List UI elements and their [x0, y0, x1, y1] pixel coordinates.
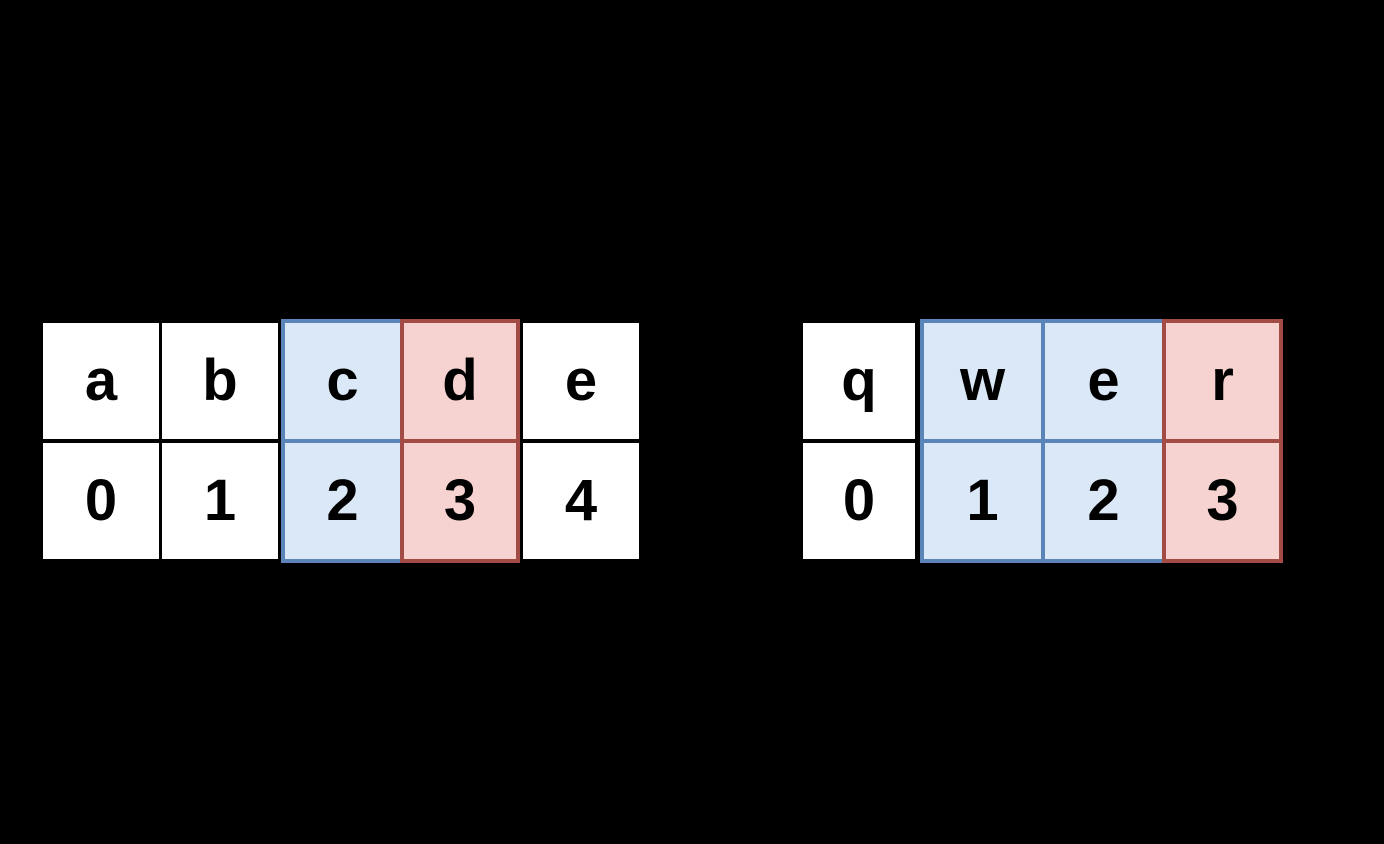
array-column: d 3	[400, 319, 520, 563]
array-column: c 2	[281, 319, 400, 563]
row-divider	[285, 439, 400, 443]
index-cell: 2	[1045, 443, 1162, 559]
array-column: a 0	[43, 323, 159, 559]
char-cell: q	[803, 323, 915, 439]
row-divider	[404, 439, 516, 443]
char-cell: e	[523, 323, 639, 439]
array-column: r 3	[1162, 319, 1283, 563]
row-divider	[924, 439, 1041, 443]
index-cell: 3	[404, 443, 516, 559]
index-cell: 0	[803, 443, 915, 559]
array-column: b 1	[162, 323, 278, 559]
row-divider	[1045, 439, 1162, 443]
array-column: e 2	[1041, 319, 1162, 563]
row-divider	[1166, 439, 1279, 443]
char-cell: c	[285, 323, 400, 439]
array-column: e 4	[523, 323, 639, 559]
char-cell: a	[43, 323, 159, 439]
char-cell: d	[404, 323, 516, 439]
char-cell: w	[924, 323, 1041, 439]
char-cell: r	[1166, 323, 1279, 439]
array-table-left: a 0 b 1 c 2 d 3 e 4	[43, 319, 642, 563]
array-column: w 1	[920, 319, 1041, 563]
array-table-right: q 0 w 1 e 2 r 3	[803, 319, 1283, 563]
char-cell: b	[162, 323, 278, 439]
index-cell: 0	[43, 443, 159, 559]
index-cell: 4	[523, 443, 639, 559]
array-column: q 0	[803, 323, 915, 559]
index-cell: 2	[285, 443, 400, 559]
index-cell: 3	[1166, 443, 1279, 559]
index-cell: 1	[924, 443, 1041, 559]
index-cell: 1	[162, 443, 278, 559]
char-cell: e	[1045, 323, 1162, 439]
